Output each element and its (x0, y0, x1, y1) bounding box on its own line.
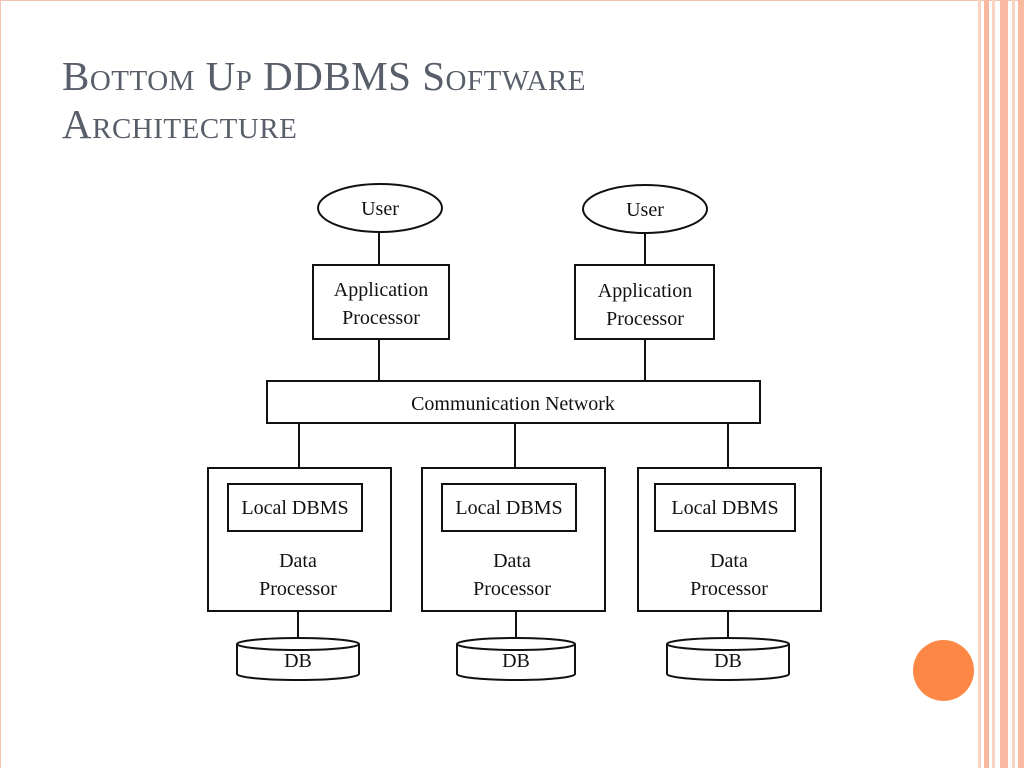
user-node (582, 184, 708, 234)
local-dbms-box (654, 483, 796, 532)
application-processor-box (312, 264, 450, 340)
stripe (1018, 0, 1024, 768)
stripe (992, 0, 995, 768)
app-processor-label: Processor (342, 307, 420, 329)
data-processor-box (637, 467, 822, 612)
database-cylinder (456, 637, 576, 681)
database-cylinder (236, 637, 360, 681)
local-dbms-box (227, 483, 363, 532)
db-label: DB (284, 650, 312, 672)
communication-network-box (266, 380, 761, 424)
network-label: Communication Network (411, 393, 615, 415)
db-label: DB (714, 650, 742, 672)
slide-border-top (0, 0, 1024, 1)
stripe (978, 0, 981, 768)
data-processor-box (207, 467, 392, 612)
slide-title-line-1: Bottom Up DDBMS Software (62, 53, 586, 99)
data-processor-label: Data (493, 550, 531, 572)
database-cylinder (666, 637, 790, 681)
local-dbms-label: Local DBMS (241, 497, 348, 519)
slide-title: Bottom Up DDBMS Software Architecture (62, 52, 942, 148)
local-dbms-box (441, 483, 577, 532)
decorative-stripes (978, 0, 1024, 768)
stripe (1012, 0, 1015, 768)
db-label: DB (502, 650, 530, 672)
user-label: User (626, 199, 664, 221)
stripe (1000, 0, 1008, 768)
app-processor-label: Processor (606, 308, 684, 330)
data-processor-label: Data (710, 550, 748, 572)
data-processor-label: Processor (473, 578, 551, 600)
data-processor-label: Data (279, 550, 317, 572)
accent-circle (913, 640, 974, 701)
app-processor-label: Application (598, 280, 692, 302)
data-processor-label: Processor (259, 578, 337, 600)
slide-border-left (0, 0, 1, 768)
application-processor-box (574, 264, 715, 340)
user-label: User (361, 198, 399, 220)
local-dbms-label: Local DBMS (455, 497, 562, 519)
slide-title-line-2: Architecture (62, 101, 298, 147)
local-dbms-label: Local DBMS (671, 497, 778, 519)
data-processor-label: Processor (690, 578, 768, 600)
data-processor-box (421, 467, 606, 612)
user-node (317, 183, 443, 233)
app-processor-label: Application (334, 279, 428, 301)
stripe (984, 0, 989, 768)
